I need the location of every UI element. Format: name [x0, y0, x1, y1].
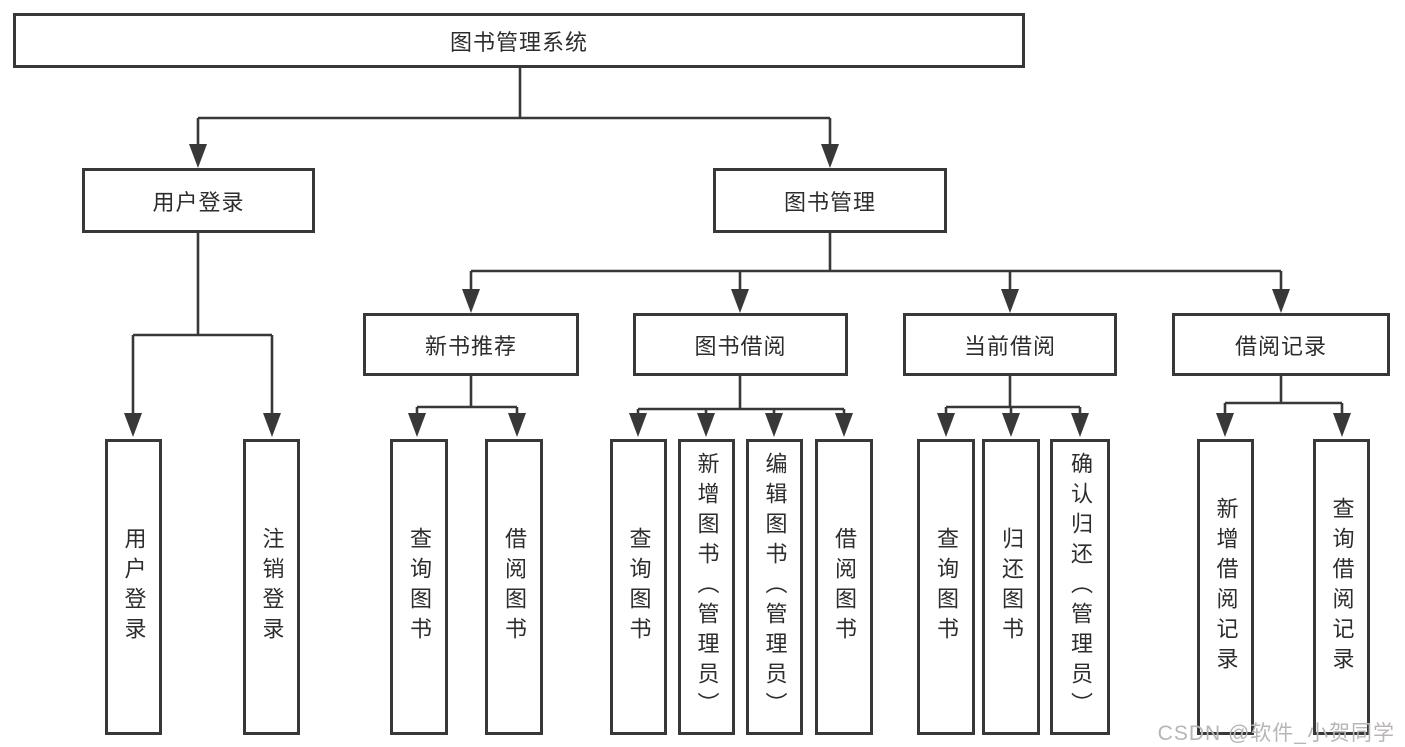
leaf-label: 确认归还（管理员） — [1068, 452, 1093, 722]
node-new-book-recommend: 新书推荐 — [363, 313, 579, 376]
leaf-record-add: 新增借阅记录 — [1197, 439, 1254, 735]
leaf-newbook-query: 查询图书 — [390, 439, 448, 735]
node-user-login: 用户登录 — [82, 168, 315, 233]
leaf-label: 用户登录 — [121, 527, 147, 647]
leaf-label: 新增图书（管理员） — [694, 452, 720, 722]
leaf-label: 归还图书 — [999, 527, 1024, 647]
node-root: 图书管理系统 — [13, 13, 1025, 68]
leaf-borrow-edit-admin: 编辑图书（管理员） — [746, 439, 803, 735]
leaf-record-query: 查询借阅记录 — [1313, 439, 1370, 735]
leaf-borrow-add-admin: 新增图书（管理员） — [678, 439, 735, 735]
node-book-management: 图书管理 — [713, 168, 947, 233]
node-current-borrow: 当前借阅 — [903, 313, 1117, 376]
node-book-borrow: 图书借阅 — [633, 313, 848, 376]
leaf-borrow-book: 借阅图书 — [815, 439, 873, 735]
leaf-label: 查询图书 — [626, 527, 652, 647]
leaf-logout: 注销登录 — [243, 439, 300, 735]
leaf-user-login: 用户登录 — [105, 439, 162, 735]
leaf-label: 借阅图书 — [832, 527, 857, 647]
leaf-newbook-borrow: 借阅图书 — [485, 439, 543, 735]
leaf-current-query: 查询图书 — [917, 439, 975, 735]
leaf-label: 新增借阅记录 — [1213, 497, 1239, 677]
leaf-label: 查询借阅记录 — [1329, 497, 1355, 677]
leaf-current-return: 归还图书 — [982, 439, 1040, 735]
node-borrow-record: 借阅记录 — [1172, 313, 1390, 376]
leaf-label: 借阅图书 — [502, 527, 527, 647]
leaf-label: 编辑图书（管理员） — [762, 452, 788, 722]
leaf-current-confirm-admin: 确认归还（管理员） — [1050, 439, 1110, 735]
leaf-label: 查询图书 — [407, 527, 432, 647]
leaf-label: 注销登录 — [259, 527, 285, 647]
leaf-borrow-query: 查询图书 — [610, 439, 667, 735]
leaf-label: 查询图书 — [934, 527, 959, 647]
